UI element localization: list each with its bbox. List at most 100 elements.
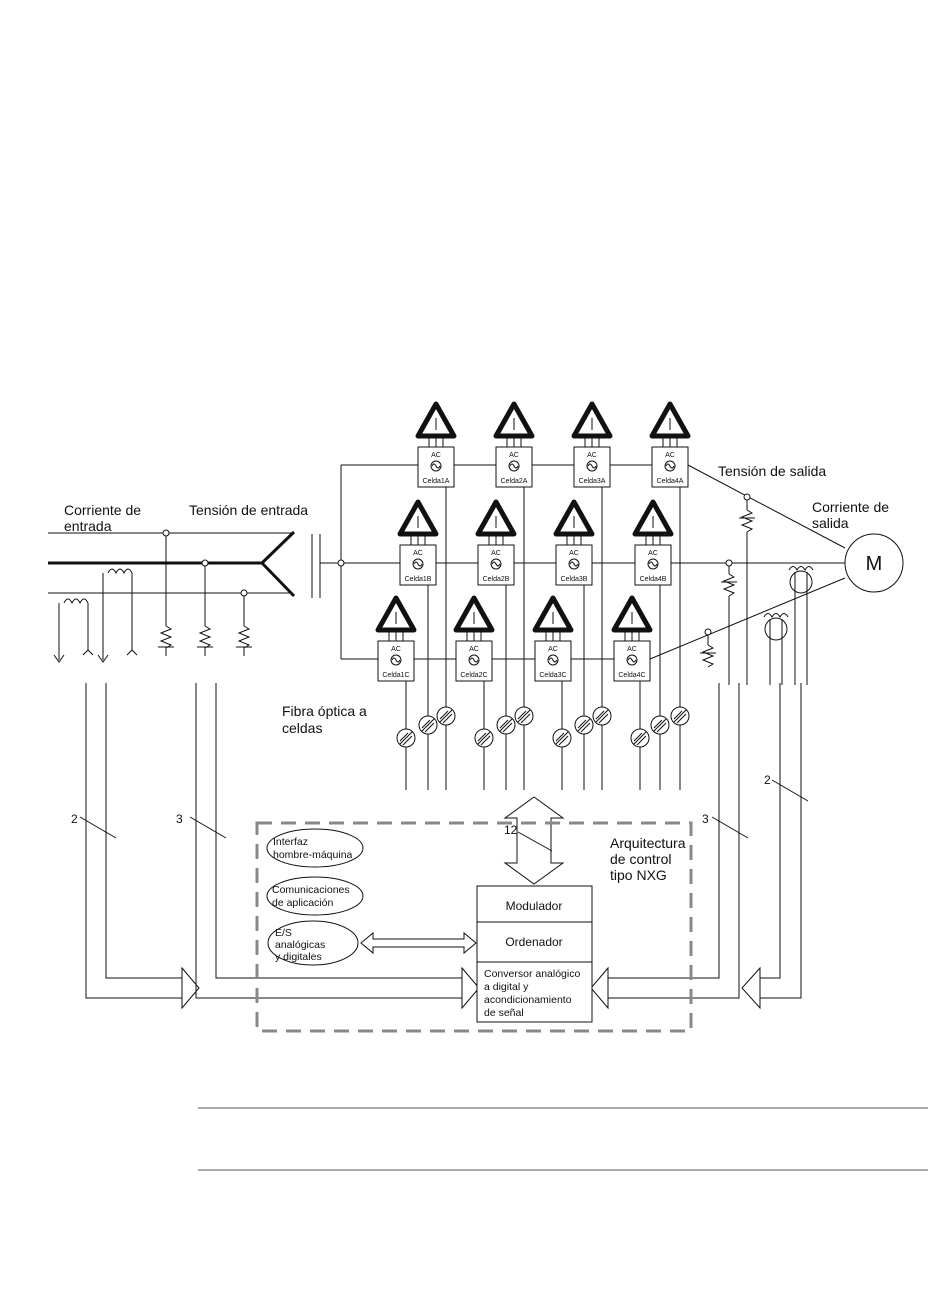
cell-4c: AC Celda4C <box>611 595 653 682</box>
input-current-transformer-2 <box>53 598 94 663</box>
fiber-transceiver-icon <box>552 728 572 748</box>
cell-name: Celda2B <box>483 576 510 583</box>
cell-ac-label: AC <box>648 550 658 557</box>
cell-ac-label: AC <box>469 646 479 653</box>
left-voltage-bus-count: 3 <box>176 812 183 826</box>
fiber-bus-count: 12 <box>504 823 518 837</box>
fiber-transceivers <box>396 706 690 748</box>
output-current-label-line-2: salida <box>812 515 849 531</box>
fiber-transceiver-icon <box>592 706 612 726</box>
cell-buses <box>320 464 846 660</box>
left-current-bus-count: 2 <box>71 812 78 826</box>
communications-label-line-2: de aplicación <box>272 897 333 909</box>
cell-name: Celda2A <box>501 478 528 485</box>
cell-2a: AC Celda2A <box>493 401 535 488</box>
cell-name: Celda4A <box>657 478 684 485</box>
cell-ac-label: AC <box>665 452 675 459</box>
converter-label-line-4: de señal <box>484 1007 524 1019</box>
cell-1a: AC Celda1A <box>415 401 457 488</box>
cell-name: Celda1B <box>405 576 432 583</box>
cell-ac-label: AC <box>431 452 441 459</box>
text-labels: Corriente de entrada Tensión de entrada … <box>64 463 889 883</box>
control-architecture: Modulador Ordenador Conversor analógico … <box>255 821 693 1033</box>
fiber-transceiver-icon <box>496 715 516 735</box>
cell-4b: AC Celda4B <box>632 499 674 586</box>
cell-3a: AC Celda3A <box>571 401 613 488</box>
fiber-transceiver-icon <box>650 715 670 735</box>
cell-4a: AC Celda4A <box>649 401 691 488</box>
input-voltage-taps <box>158 529 252 656</box>
architecture-label-line-1: Arquitectura <box>610 835 686 851</box>
fiber-transceiver-icon <box>630 728 650 748</box>
cell-name: Celda3C <box>539 672 566 679</box>
hmi-oval <box>266 828 364 868</box>
fiber-label-line-2: celdas <box>282 720 322 736</box>
converter-label-line-1: Conversor analógico <box>484 968 580 980</box>
right-current-bus-count: 2 <box>764 773 771 787</box>
cell-ac-label: AC <box>587 452 597 459</box>
signal-buses <box>79 683 809 1010</box>
cell-name: Celda1C <box>382 672 409 679</box>
motor-label: M <box>866 553 883 575</box>
fiber-transceiver-icon <box>514 706 534 726</box>
architecture-label-line-2: de control <box>610 851 671 867</box>
converter-label-line-2: a digital y <box>484 981 529 993</box>
cell-ac-label: AC <box>627 646 637 653</box>
motor-icon <box>844 533 904 593</box>
modulator-label: Modulador <box>506 899 563 913</box>
hmi-label-line-2: hombre-máquina <box>273 849 353 861</box>
cell-1c: AC Celda1C <box>375 595 417 682</box>
cell-ac-label: AC <box>509 452 519 459</box>
fiber-transceiver-icon <box>474 728 494 748</box>
cell-2c: AC Celda2C <box>453 595 495 682</box>
cell-ac-label: AC <box>569 550 579 557</box>
output-voltage-taps <box>700 493 755 685</box>
fiber-transceiver-icon <box>670 706 690 726</box>
fiber-transceiver-icon <box>574 715 594 735</box>
io-double-arrow <box>360 931 477 955</box>
fiber-label-line-1: Fibra óptica a <box>282 703 367 719</box>
architecture-label-line-3: tipo NXG <box>610 867 667 883</box>
input-current-transformer-1 <box>97 568 138 663</box>
cell-name: Celda3A <box>579 478 606 485</box>
communications-oval <box>266 876 364 916</box>
cell-ac-label: AC <box>391 646 401 653</box>
computer-label: Ordenador <box>505 935 562 949</box>
motor: M <box>844 533 904 593</box>
output-voltage-label: Tensión de salida <box>718 463 826 479</box>
communications-label-line-1: Comunicaciones <box>272 884 350 896</box>
input-current-label-line-1: Corriente de <box>64 502 141 518</box>
input-current-label-line-2: entrada <box>64 518 112 534</box>
cell-name: Celda4C <box>618 672 645 679</box>
converter-label-line-3: acondicionamiento <box>484 994 572 1006</box>
cell-ac-label: AC <box>491 550 501 557</box>
computer-block <box>476 921 593 963</box>
cell-name: Celda2C <box>460 672 487 679</box>
cell-name: Celda3B <box>561 576 588 583</box>
converter-block <box>476 961 593 1023</box>
cell-1b: AC Celda1B <box>397 499 439 586</box>
modulator-block <box>476 885 593 923</box>
cell-name: Celda4B <box>640 576 667 583</box>
output-current-label-line-1: Corriente de <box>812 499 889 515</box>
io-oval <box>267 920 359 966</box>
cell-ac-label: AC <box>548 646 558 653</box>
cell-name: Celda1A <box>423 478 450 485</box>
control-architecture-frame <box>255 821 693 1033</box>
cell-3c: AC Celda3C <box>532 595 574 682</box>
input-feed <box>48 529 321 663</box>
fiber-transceiver-icon <box>418 715 438 735</box>
wye-transformer-symbol <box>230 530 296 598</box>
hmi-label-line-1: Interfaz <box>273 836 308 848</box>
current-transformer-icon <box>789 570 813 594</box>
fiber-transceiver-icon <box>436 706 456 726</box>
cell-3b: AC Celda3B <box>553 499 595 586</box>
cell-2b: AC Celda2B <box>475 499 517 586</box>
io-label-line-2: analógicas <box>275 939 325 951</box>
output-current-transformers <box>763 566 814 685</box>
fiber-transceiver-icon <box>396 728 416 748</box>
right-voltage-bus-count: 3 <box>702 812 709 826</box>
input-voltage-label: Tensión de entrada <box>189 502 308 518</box>
cell-ac-label: AC <box>413 550 423 557</box>
